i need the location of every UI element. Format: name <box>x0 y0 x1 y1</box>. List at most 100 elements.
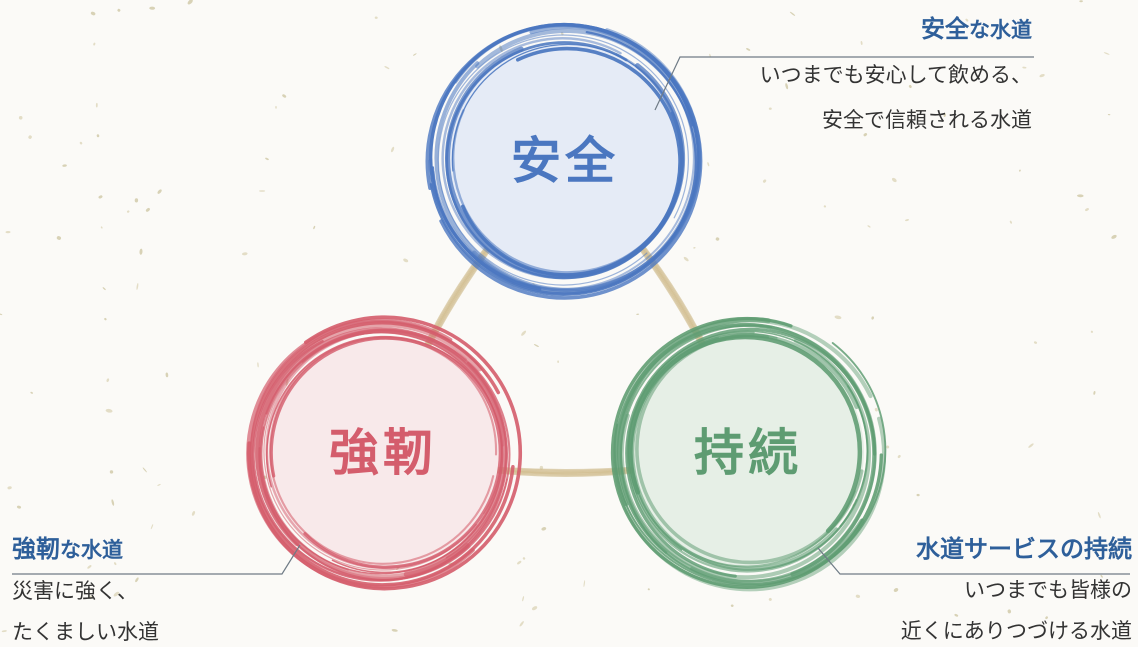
speckle-dot <box>647 588 650 591</box>
speckle-dot <box>136 283 139 290</box>
callout-resilience-title-main: 強靭 <box>12 535 60 563</box>
speckle-dot <box>834 315 842 320</box>
speckle-dot <box>891 177 897 183</box>
speckle-dot <box>265 157 269 161</box>
speckle-dot <box>157 483 161 486</box>
speckle-dot <box>79 141 83 145</box>
circle-resilience-fill <box>267 336 499 568</box>
callout-sustain: 水道サービスの持続 いつまでも皆様の 近くにありつづける水道 <box>800 534 1132 646</box>
speckle-dot <box>28 135 32 139</box>
speckle-dot <box>1033 341 1038 344</box>
brush-stroke <box>260 330 507 571</box>
callout-safety-line-1: いつまでも安心して飲める、 <box>759 63 1032 87</box>
speckle-dot <box>104 317 107 321</box>
speckle-dot <box>96 134 100 138</box>
speckle-dot <box>98 195 103 199</box>
callout-safety: 安全な水道 いつまでも安心して飲める、 安全で信頼される水道 <box>700 14 1032 135</box>
speckle-dot <box>93 42 96 46</box>
callout-safety-title-suffix: な水道 <box>969 18 1032 42</box>
speckle-dot <box>384 66 390 70</box>
speckle-dot <box>56 236 62 240</box>
speckle-dot <box>191 511 196 516</box>
brush-stroke <box>263 331 502 571</box>
speckle-dot <box>874 407 878 412</box>
circle-resilience: 強靭 <box>246 315 523 591</box>
speckle-dot <box>1 630 7 633</box>
brush-ring-icon <box>246 315 523 591</box>
brush-stroke <box>269 336 502 569</box>
leader-line-right <box>817 547 1130 575</box>
leader-line-left <box>12 544 301 575</box>
callout-leader-lines <box>12 56 1130 575</box>
speckle-dot <box>149 6 156 10</box>
callout-resilience-line-2: たくましい水道 <box>12 620 159 644</box>
callout-resilience-title-suffix: な水道 <box>60 538 123 562</box>
speckle-dot <box>150 524 154 530</box>
callout-sustain-title-main: 水道サービスの持続 <box>916 535 1132 563</box>
speckle-dot <box>1103 52 1110 55</box>
speckle-dot <box>142 467 147 473</box>
brush-stroke <box>254 322 482 580</box>
speckle-dot <box>1107 113 1111 116</box>
callout-resilience: 強靭な水道 災害に強く、 たくましい水道 <box>12 534 342 647</box>
speckle-dot <box>541 526 547 531</box>
speckle-dot <box>683 256 689 262</box>
speckle-dot <box>730 604 734 607</box>
speckle-dot <box>117 8 121 12</box>
speckle-dot <box>533 344 539 347</box>
speckle-dot <box>557 360 560 363</box>
speckle-dot <box>908 84 912 89</box>
brush-stroke <box>247 315 523 591</box>
speckle-dot <box>1097 511 1101 519</box>
speckle-dot <box>1111 234 1117 239</box>
circle-safety-label: 安全 <box>511 131 619 190</box>
speckle-dot <box>531 606 538 611</box>
callout-safety-title-main: 安全 <box>921 15 969 43</box>
speckle-dot <box>30 391 34 394</box>
speckle-dot <box>106 378 110 383</box>
speckle-dot <box>522 557 526 560</box>
circle-resilience-label: 強靭 <box>329 423 437 482</box>
speckle-dot <box>521 330 527 336</box>
circle-safety-fill <box>448 43 682 277</box>
speckle-dot <box>965 18 969 22</box>
speckle-dot <box>693 246 696 249</box>
circle-sustain-label: 持続 <box>694 423 802 482</box>
callout-sustain-title: 水道サービスの持続 <box>800 534 1132 564</box>
circle-sustain: 持続 <box>610 316 887 592</box>
speckle-dot <box>539 465 544 470</box>
callout-resilience-line-1: 災害に強く、 <box>12 579 138 603</box>
speckle-dot <box>1039 73 1045 78</box>
callout-safety-title: 安全な水道 <box>700 14 1032 45</box>
speckle-dot <box>1045 616 1048 620</box>
brush-stroke <box>616 317 865 585</box>
speckle-dot <box>823 205 827 208</box>
speckle-dot <box>282 94 287 98</box>
speckle-dot <box>860 41 863 45</box>
speckle-dot <box>707 162 710 167</box>
speckle-dot <box>105 408 113 413</box>
speckle-dot <box>1079 0 1083 3</box>
speckle-texture-icon <box>0 0 1117 633</box>
speckle-dot <box>1100 574 1103 578</box>
speckle-dot <box>126 210 130 213</box>
speckle-dot <box>100 226 103 229</box>
speckle-dot <box>583 580 586 588</box>
speckle-dot <box>867 225 871 228</box>
speckle-dot <box>113 591 120 597</box>
speckle-dot <box>242 252 248 256</box>
speckle-dot <box>109 470 114 474</box>
speckle-dot <box>863 133 868 137</box>
circle-sustain-fill <box>632 336 864 568</box>
speckle-dot <box>5 230 11 234</box>
speckle-dot <box>715 237 720 241</box>
speckle-dot <box>1028 443 1034 448</box>
speckle-dot <box>257 362 259 368</box>
speckle-dot <box>1007 609 1012 614</box>
brush-stroke <box>437 34 689 286</box>
speckle-dot <box>871 316 875 320</box>
speckle-dot <box>90 11 96 16</box>
speckle-dot <box>1022 66 1027 69</box>
speckle-dot <box>636 313 640 316</box>
speckle-dot <box>768 597 772 601</box>
